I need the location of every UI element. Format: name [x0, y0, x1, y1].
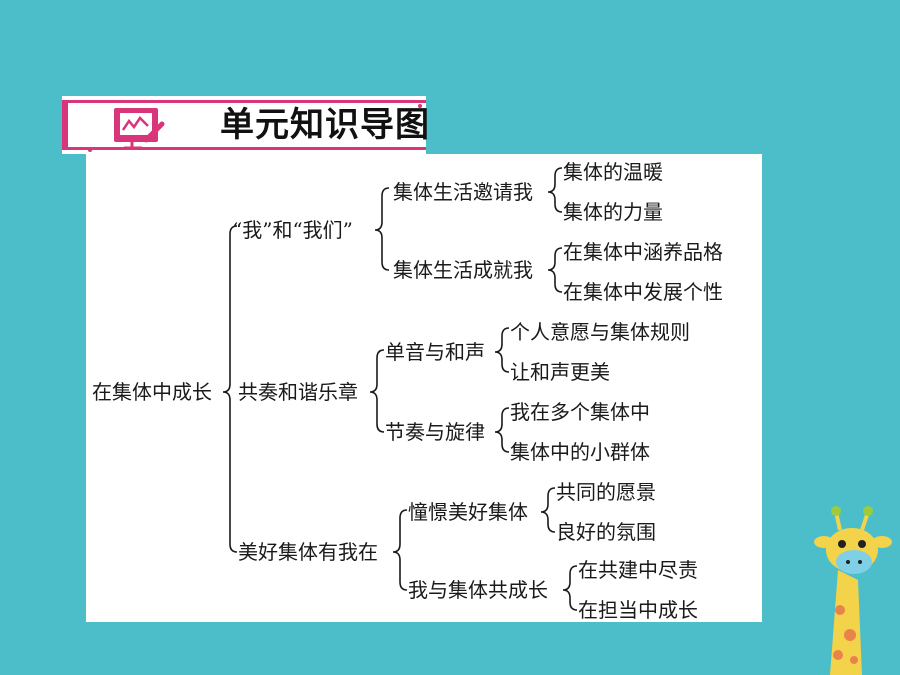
mindmap-panel — [86, 154, 762, 622]
mindmap-icon — [62, 100, 426, 152]
leaf-2-1-1: 个人意愿与集体规则 — [510, 320, 690, 344]
sub-branch-3-2: 我与集体共成长 — [408, 578, 548, 602]
sub-branch-3-1: 憧憬美好集体 — [408, 500, 528, 524]
sub-branch-1-2: 集体生活成就我 — [393, 258, 533, 282]
branch-1: “我”和“我们” — [232, 218, 353, 242]
sub-branch-2-2: 节奏与旋律 — [385, 420, 485, 444]
section-banner: 单元知识导图 — [62, 96, 429, 154]
banner-title: 单元知识导图 — [220, 105, 430, 145]
branch-3: 美好集体有我在 — [238, 540, 378, 564]
giraffe-mascot-icon — [814, 506, 892, 675]
leaf-1-2-1: 在集体中涵养品格 — [563, 240, 723, 264]
sub-branch-1-1: 集体生活邀请我 — [393, 180, 533, 204]
leaf-2-1-2: 让和声更美 — [510, 360, 610, 384]
leaf-2-2-2: 集体中的小群体 — [510, 440, 650, 464]
sub-branch-2-1: 单音与和声 — [385, 340, 485, 364]
leaf-3-2-1: 在共建中尽责 — [578, 558, 698, 582]
leaf-1-1-2: 集体的力量 — [563, 200, 663, 224]
branch-2: 共奏和谐乐章 — [238, 380, 358, 404]
leaf-3-1-2: 良好的氛围 — [556, 520, 656, 544]
leaf-3-2-2: 在担当中成长 — [578, 598, 698, 622]
leaf-1-1-1: 集体的温暖 — [563, 160, 663, 184]
mindmap-root: 在集体中成长 — [92, 380, 212, 404]
leaf-3-1-1: 共同的愿景 — [556, 480, 656, 504]
leaf-2-2-1: 我在多个集体中 — [510, 400, 650, 424]
leaf-1-2-2: 在集体中发展个性 — [563, 280, 723, 304]
